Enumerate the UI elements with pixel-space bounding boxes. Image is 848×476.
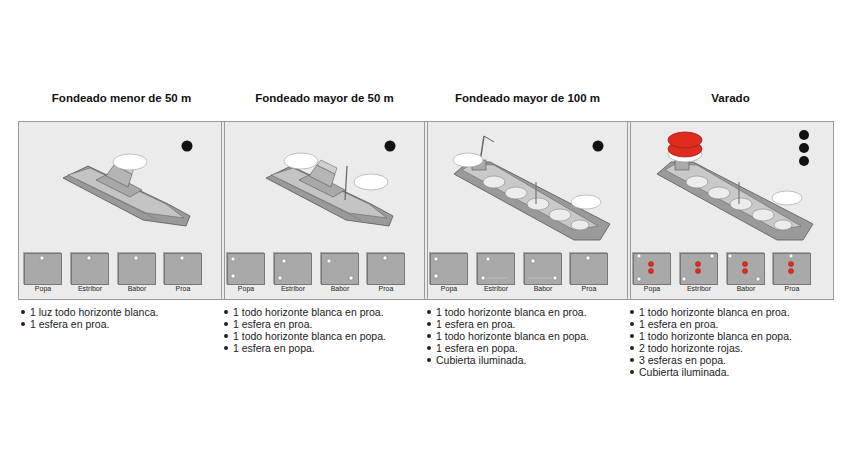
- bullet-dot: [427, 322, 431, 326]
- view-square: Estribor: [71, 253, 109, 285]
- bullet-item: 1 todo horizonte blanca en proa.: [639, 306, 790, 318]
- bullet-dot: [224, 346, 228, 350]
- bullet-item: Cubierta iluminada.: [639, 366, 729, 378]
- panel-heading: Fondeado mayor de 50 m: [255, 92, 394, 104]
- bullet-dot: [630, 370, 634, 374]
- panel-heading: Varado: [711, 92, 749, 104]
- view-square: Popa: [24, 253, 62, 285]
- bullet-item: 1 todo horizonte blanca en popa.: [436, 330, 589, 342]
- bullet-item: 1 todo horizonte blanca en proa.: [233, 306, 384, 318]
- view-square: Estribor: [477, 253, 515, 285]
- view-label: Popa: [238, 285, 254, 292]
- view-label: Babor: [331, 285, 350, 292]
- bullet-dot: [21, 322, 25, 326]
- view-label: Proa: [582, 285, 597, 292]
- bullet-dot: [630, 334, 634, 338]
- bullet-item: 1 todo horizonte blanca en popa.: [233, 330, 386, 342]
- view-label: Proa: [379, 285, 394, 292]
- view-label: Proa: [785, 285, 800, 292]
- view-square: Popa: [430, 253, 468, 285]
- panel-heading: Fondeado menor de 50 m: [52, 92, 191, 104]
- bullet-item: 1 esfera en proa.: [436, 318, 515, 330]
- bullet-item: 1 esfera en proa.: [233, 318, 312, 330]
- view-square: Proa: [367, 253, 405, 285]
- bullet-dot: [427, 358, 431, 362]
- bullet-dot: [427, 310, 431, 314]
- bullet-item: 2 todo horizonte rojas.: [639, 342, 743, 354]
- view-label: Babor: [534, 285, 553, 292]
- bullet-item: 1 todo horizonte blanca en proa.: [436, 306, 587, 318]
- view-square: Popa: [633, 253, 671, 285]
- view-label: Estribor: [687, 285, 711, 292]
- bullet-dot: [630, 346, 634, 350]
- bullet-item: 3 esferas en popa.: [639, 354, 726, 366]
- view-square: Babor: [727, 253, 765, 285]
- view-label: Babor: [128, 285, 147, 292]
- view-square: Babor: [118, 253, 156, 285]
- signal-panel: VaradoPopaEstriborBaborProa: [627, 121, 834, 300]
- signal-panel: Fondeado mayor de 100 mPopaEstriborBabor…: [424, 121, 631, 300]
- view-square: Babor: [321, 253, 359, 285]
- bullet-item: 1 esfera en proa.: [639, 318, 718, 330]
- view-square: Proa: [164, 253, 202, 285]
- bullet-item: 1 luz todo horizonte blanca.: [30, 306, 158, 318]
- view-square: Proa: [570, 253, 608, 285]
- bullet-item: 1 todo horizonte blanca en popa.: [639, 330, 792, 342]
- view-label: Estribor: [281, 285, 305, 292]
- view-square: Proa: [773, 253, 811, 285]
- view-square: Popa: [227, 253, 265, 285]
- view-square: Estribor: [274, 253, 312, 285]
- panel-heading: Fondeado mayor de 100 m: [455, 92, 600, 104]
- bullet-dot: [427, 334, 431, 338]
- bullet-item: 1 esfera en popa.: [436, 342, 518, 354]
- view-label: Popa: [35, 285, 51, 292]
- view-label: Popa: [644, 285, 660, 292]
- bullet-dot: [427, 346, 431, 350]
- view-label: Proa: [176, 285, 191, 292]
- view-square: Babor: [524, 253, 562, 285]
- view-label: Estribor: [484, 285, 508, 292]
- view-square: Estribor: [680, 253, 718, 285]
- view-label: Estribor: [78, 285, 102, 292]
- bullet-item: Cubierta iluminada.: [436, 354, 526, 366]
- bullet-dot: [630, 310, 634, 314]
- bullet-dot: [224, 322, 228, 326]
- bullet-dot: [21, 310, 25, 314]
- bullet-item: 1 esfera en proa.: [30, 318, 109, 330]
- bullet-dot: [630, 358, 634, 362]
- signal-panel: Fondeado mayor de 50 mPopaEstriborBaborP…: [221, 121, 428, 300]
- view-label: Babor: [737, 285, 756, 292]
- signal-panel: Fondeado menor de 50 mPopaEstriborBaborP…: [18, 121, 225, 300]
- bullet-item: 1 esfera en popa.: [233, 342, 315, 354]
- bullet-dot: [630, 322, 634, 326]
- bullet-dot: [224, 334, 228, 338]
- view-label: Popa: [441, 285, 457, 292]
- bullet-dot: [224, 310, 228, 314]
